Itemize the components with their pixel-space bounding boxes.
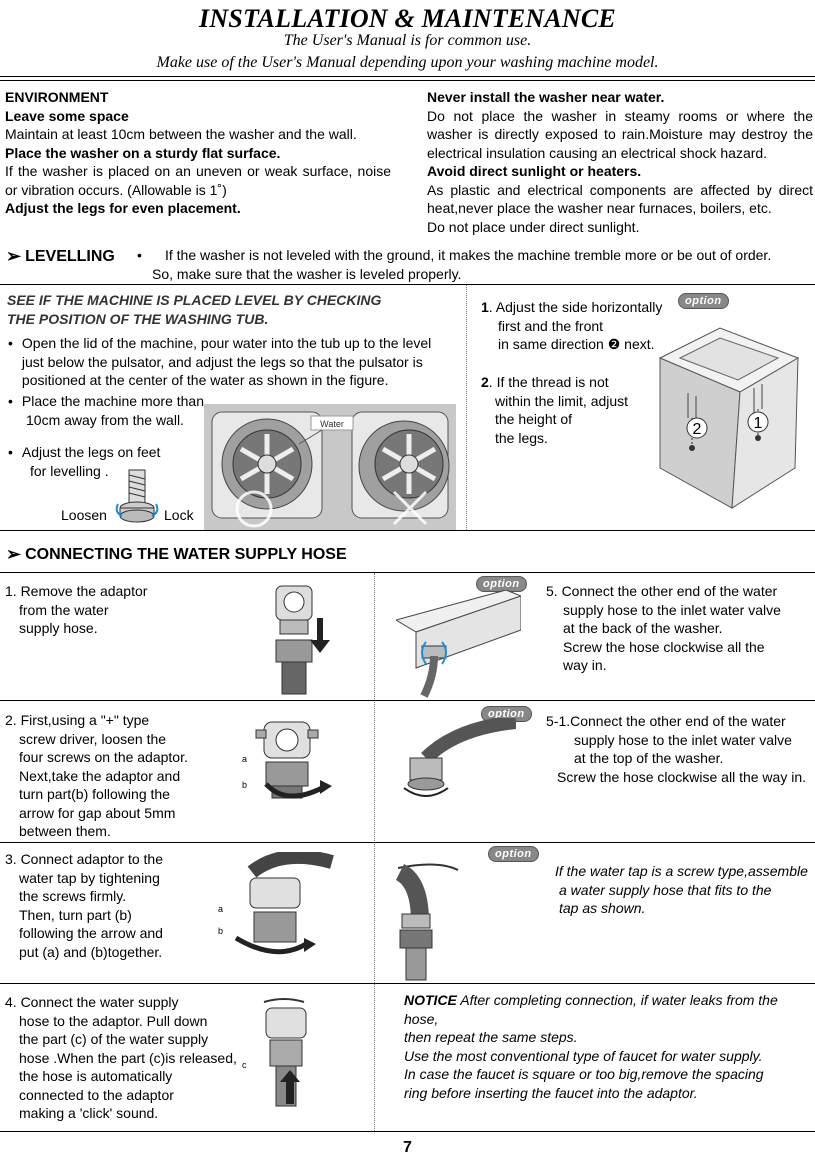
rear-inlet-valve-image [396, 590, 521, 698]
env-text-space: Maintain at least 10cm between the washe… [5, 126, 357, 142]
lock-label: Lock [164, 507, 194, 523]
screw-tap-note: If the water tap is a screw type,assembl… [555, 863, 808, 916]
footer-divider [0, 1131, 815, 1132]
environment-left: ENVIRONMENT Leave some space Maintain at… [5, 88, 391, 218]
water-label: Water [320, 419, 344, 429]
levelling-bottom-divider [0, 530, 815, 531]
levelling-bullet-3: •Adjust the legs on feet for levelling . [8, 444, 161, 479]
notice-label: NOTICE [404, 992, 457, 1008]
environment-right: Never install the washer near water. Do … [427, 88, 813, 236]
levelling-intro: If the washer is not leveled with the gr… [152, 247, 772, 282]
tap-connect-image: a b [218, 852, 334, 955]
env-heading-sunlight: Avoid direct sunlight or heaters. [427, 163, 642, 179]
env-heading-water: Never install the washer near water. [427, 89, 665, 105]
hose-column-divider [374, 573, 375, 1131]
circle-2-label: 2 [693, 421, 702, 438]
tub-comparison-image: Water [204, 404, 456, 530]
hose-row-divider [0, 842, 815, 843]
hose-step-3: 3. Connect adaptor to the water tap by t… [5, 851, 163, 960]
adaptor-loosen-image: a b [242, 721, 332, 799]
notice-block: NOTICE After completing connection, if w… [404, 992, 778, 1101]
foot-screw-icon [115, 469, 159, 523]
arrow-head-icon: ➢ [6, 246, 22, 266]
levelling-bullet-2: •Place the machine more than 10cm away f… [8, 393, 205, 428]
hose-step-2: 2. First,using a "+" type screw driver, … [5, 712, 188, 839]
bullet-icon: • [8, 335, 13, 351]
levelling-divider [0, 284, 815, 285]
hose-divider [0, 572, 815, 573]
header-divider [0, 76, 815, 81]
levelling-bullet-1: • Open the lid of the machine, pour wate… [8, 335, 432, 388]
hose-step-5: 5. Connect the other end of the water su… [546, 583, 781, 673]
env-text-heat: As plastic and electrical components are… [427, 181, 813, 217]
hose-click-image: c [242, 998, 307, 1107]
part-b-label: b [242, 780, 247, 790]
levelling-bullet: • [137, 246, 142, 265]
env-text-water: Do not place the washer in steamy rooms … [427, 107, 813, 161]
hose-row-divider [0, 700, 815, 701]
environment-heading: ENVIRONMENT [5, 89, 109, 105]
page-number: 7 [403, 1139, 412, 1156]
env-text-sunlight: Do not place under direct sunlight. [427, 218, 640, 235]
bullet-icon: • [137, 247, 142, 263]
circle-1-label: 1 [754, 415, 763, 432]
option-badge: option [488, 846, 539, 862]
adaptor-removal-image [275, 585, 330, 695]
levelling-step-1: 1. Adjust the side horizontally first an… [481, 299, 663, 352]
env-heading-space: Leave some space [5, 107, 129, 124]
levelling-check-title: SEE IF THE MACHINE IS PLACED LEVEL BY CH… [7, 292, 382, 327]
part-b-label: b [218, 926, 223, 936]
part-a-label: a [242, 754, 247, 764]
washer-top-illustration: 2 1 [658, 327, 800, 509]
levelling-column-divider [466, 285, 467, 530]
page-subtitle-1: The User's Manual is for common use. [283, 32, 532, 49]
env-heading-surface: Place the washer on a sturdy flat surfac… [5, 144, 281, 161]
part-a-label: a [218, 904, 223, 914]
hose-step-5-1: 5-1.Connect the other end of the water s… [546, 713, 806, 785]
top-inlet-valve-image [403, 718, 516, 797]
levelling-heading: ➢ LEVELLING [6, 246, 115, 266]
screw-tap-image [395, 863, 459, 981]
hose-step-1: 1. Remove the adaptor from the water sup… [5, 583, 148, 636]
option-badge: option [678, 293, 729, 309]
env-heading-legs: Adjust the legs for even placement. [5, 200, 241, 216]
hose-heading: ➢ CONNECTING THE WATER SUPPLY HOSE [6, 544, 347, 564]
bullet-icon: • [8, 444, 13, 460]
arrow-head-icon: ➢ [6, 544, 22, 564]
hose-step-4: 4. Connect the water supply hose to the … [5, 994, 237, 1121]
bullet-icon: • [8, 393, 13, 409]
hose-row-divider [0, 983, 815, 984]
levelling-step-2: 2. If the thread is not within the limit… [481, 374, 629, 446]
env-text-surface: If the washer is placed on an uneven or … [5, 163, 391, 198]
loosen-label: Loosen [61, 507, 107, 523]
page-title: INSTALLATION & MAINTENANCE [199, 4, 616, 33]
part-c-label: c [242, 1060, 247, 1070]
page-subtitle-2: Make use of the User's Manual depending … [156, 54, 659, 71]
